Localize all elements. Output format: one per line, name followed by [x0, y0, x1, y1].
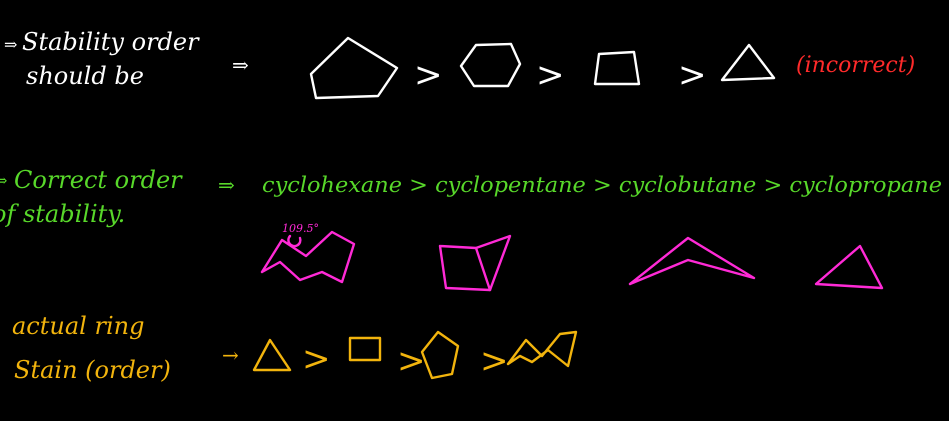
pentagon-icon — [420, 330, 460, 380]
arrow: → — [222, 343, 239, 367]
implies-arrow: ⇒ — [218, 173, 235, 197]
of-stability-text: of stability. — [0, 200, 125, 228]
stability-order-heading: Stability order — [22, 28, 200, 56]
cyclohexane-chair-icon — [260, 230, 356, 284]
stain-order-text: Stain (order) — [14, 356, 171, 384]
greater-than-sign: > — [678, 55, 707, 95]
bullet-arrow: ⇒ — [4, 35, 17, 54]
greater-than-sign: > — [414, 55, 443, 95]
bond-angle-label: 109.5° — [282, 222, 319, 235]
greater-than-sign: > — [397, 341, 426, 381]
cyclohexane-chair-icon — [506, 330, 578, 368]
greater-than-sign: > — [302, 339, 331, 379]
actual-ring-heading: actual ring — [12, 312, 144, 340]
correct-order-heading: Correct order — [14, 166, 183, 194]
section-correct-order: ⇒ Correct order of stability. ⇒ cyclohex… — [0, 166, 942, 292]
square-icon — [348, 336, 382, 362]
cyclopentane-envelope-icon — [438, 234, 512, 292]
ring-bond-line — [474, 246, 492, 292]
section-ring-strain-order: actual ring Stain (order) → > > > — [12, 312, 578, 384]
angle-arc-icon — [287, 234, 302, 248]
greater-than-sign: > — [480, 341, 509, 381]
hexagon-icon — [459, 42, 522, 88]
cyclopropane-triangle-icon — [814, 244, 884, 290]
triangle-icon — [252, 338, 292, 372]
section-stability-order-should-be: ⇒ Stability order should be ⇒ > > > (inc… — [4, 28, 915, 100]
greater-than-sign: > — [536, 55, 565, 95]
square-icon — [593, 50, 641, 86]
pentagon-icon — [309, 36, 399, 100]
bullet-arrow: ⇒ — [0, 171, 7, 190]
cyclobutane-puckered-icon — [628, 236, 756, 286]
triangle-icon — [720, 43, 776, 82]
correct-stability-order-text: cyclohexane > cyclopentane > cyclobutane… — [262, 173, 942, 197]
implies-arrow: ⇒ — [232, 53, 249, 77]
incorrect-note: (incorrect) — [796, 53, 915, 78]
should-be-text: should be — [26, 62, 144, 90]
